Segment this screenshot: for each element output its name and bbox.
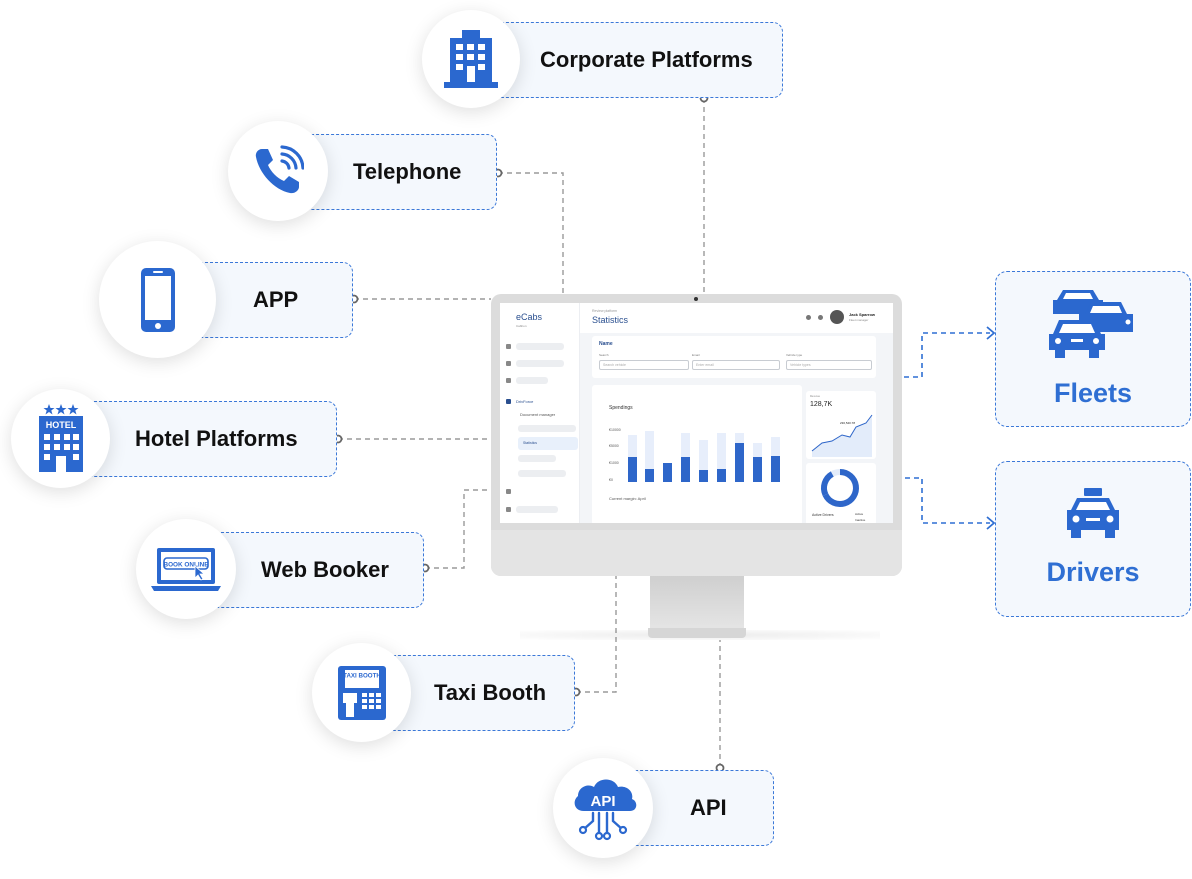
sidebar-item[interactable] bbox=[516, 360, 564, 367]
breadcrumb[interactable]: Review platform bbox=[592, 309, 618, 313]
hotel-platforms-label: Hotel Platforms bbox=[135, 426, 298, 451]
api-cloud-text: API bbox=[590, 793, 615, 810]
monitor-chin bbox=[491, 530, 902, 576]
avatar[interactable] bbox=[830, 310, 844, 324]
corporate-platforms-label: Corporate Platforms bbox=[540, 47, 753, 72]
sidebar-item-statistics[interactable] bbox=[518, 437, 578, 450]
sidebar-item-document-manager[interactable]: Document manager bbox=[520, 412, 556, 417]
filter-label-vehicle: Vehicle type bbox=[786, 353, 803, 357]
sidebar-item[interactable] bbox=[518, 470, 566, 477]
fleet-cars-icon bbox=[996, 288, 1190, 360]
taxi-booth-label: Taxi Booth bbox=[434, 680, 547, 705]
sidebar-item[interactable] bbox=[518, 425, 576, 432]
drivers-node: Drivers bbox=[995, 461, 1191, 617]
active-drivers-donut bbox=[821, 468, 859, 507]
laptop-book-online-icon: BOOK ONLINE bbox=[136, 519, 236, 619]
dashboard-screen: eCabs Cabhon DrivForce Document manager … bbox=[500, 303, 893, 523]
spendings-footer: Current margin: April bbox=[609, 496, 646, 501]
legend-active: Active bbox=[855, 512, 864, 516]
revenue-kpi-card: Revenue 128,7K 230,540.78 bbox=[806, 391, 876, 459]
hotel-icon: HOTEL bbox=[11, 389, 110, 488]
sidebar-item-statistics-label: Statistics bbox=[523, 441, 538, 445]
eye-nav-icon[interactable] bbox=[506, 361, 511, 366]
doc-nav-icon[interactable] bbox=[506, 378, 511, 383]
hotel-platforms-node: Hotel Platforms bbox=[74, 401, 337, 477]
ecabs-logo: eCabs bbox=[516, 312, 543, 322]
api-label: API bbox=[690, 795, 727, 820]
telephone-icon bbox=[228, 121, 328, 221]
spendings-title: Spendings bbox=[609, 405, 633, 411]
user-role: Fleet manager bbox=[849, 318, 869, 322]
filter-label-search: Search bbox=[599, 353, 609, 357]
taxi-booth-node: Taxi Booth bbox=[368, 655, 575, 731]
monitor-stand bbox=[650, 576, 744, 632]
chart-tick: €5000 bbox=[609, 444, 619, 448]
bell-icon[interactable] bbox=[818, 315, 823, 320]
users-nav-icon[interactable] bbox=[506, 489, 511, 494]
vehicle-type-select[interactable]: Vehicle types bbox=[786, 360, 872, 370]
drivers-label: Drivers bbox=[1046, 557, 1140, 587]
filter-label-email: Email bbox=[692, 353, 700, 357]
monitor-stand-foot bbox=[648, 628, 746, 638]
app-label: APP bbox=[253, 287, 299, 312]
fleets-node: Fleets bbox=[995, 271, 1191, 427]
book-online-text: BOOK ONLINE bbox=[163, 562, 209, 569]
chart-tick: €0 bbox=[609, 478, 613, 482]
chart-tick: €1000 bbox=[609, 461, 619, 465]
ecabs-logo-sub: Cabhon bbox=[516, 324, 527, 328]
email-select[interactable]: Enter email bbox=[692, 360, 780, 370]
page-title: Statistics bbox=[592, 315, 629, 325]
sidebar-item[interactable] bbox=[516, 377, 548, 384]
sidebar-item[interactable] bbox=[516, 343, 564, 350]
corporate-platforms-node: Corporate Platforms bbox=[476, 22, 783, 98]
sidebar-item-drivforce[interactable]: DrivForce bbox=[516, 399, 534, 404]
web-booker-label: Web Booker bbox=[261, 557, 389, 582]
dashboard-header: Review platform Statistics Jack Sparrow … bbox=[580, 303, 893, 333]
taxi-booth-sign-text: TAXI BOOTH bbox=[343, 672, 381, 679]
dashboard-sidebar: eCabs Cabhon DrivForce Document manager … bbox=[500, 303, 580, 523]
user-name: Jack Sparrow bbox=[849, 312, 876, 317]
hotel-sign-text: HOTEL bbox=[45, 420, 76, 430]
kpi-caption: Revenue bbox=[810, 395, 821, 398]
api-cloud-icon: API bbox=[553, 758, 653, 858]
monitor-camera bbox=[694, 297, 698, 301]
smartphone-icon bbox=[99, 241, 216, 358]
id-nav-icon[interactable] bbox=[506, 507, 511, 512]
spendings-chart-card: Spendings €10000 €5000 €1000 €0 bbox=[592, 385, 802, 523]
legend-inactive: Inactive bbox=[855, 518, 866, 522]
active-drivers-label: Active Drivers bbox=[812, 513, 834, 517]
phone-nav-icon[interactable] bbox=[506, 344, 511, 349]
kpi-mid-value: 230,540.78 bbox=[840, 421, 856, 425]
help-icon[interactable] bbox=[806, 315, 811, 320]
fleets-label: Fleets bbox=[1053, 378, 1133, 408]
kpi-sparkline bbox=[811, 414, 873, 457]
active-drivers-card: Active Drivers Active Inactive bbox=[806, 463, 876, 523]
car-nav-icon[interactable] bbox=[506, 399, 511, 404]
kpi-value: 128,7K bbox=[810, 401, 833, 408]
corporate-building-icon bbox=[422, 10, 520, 108]
telephone-label: Telephone bbox=[353, 159, 462, 184]
sidebar-item[interactable] bbox=[516, 506, 558, 513]
filter-title: Name bbox=[599, 341, 613, 347]
chart-tick: €10000 bbox=[609, 428, 621, 432]
search-input[interactable]: Search vehicle bbox=[599, 360, 689, 370]
taxi-booth-icon: TAXI BOOTH bbox=[312, 643, 411, 742]
taxi-car-icon bbox=[996, 488, 1190, 540]
sidebar-item[interactable] bbox=[518, 455, 556, 462]
filter-card: Name Search Email Vehicle type Search ve… bbox=[592, 336, 876, 378]
spendings-bars bbox=[628, 431, 780, 482]
